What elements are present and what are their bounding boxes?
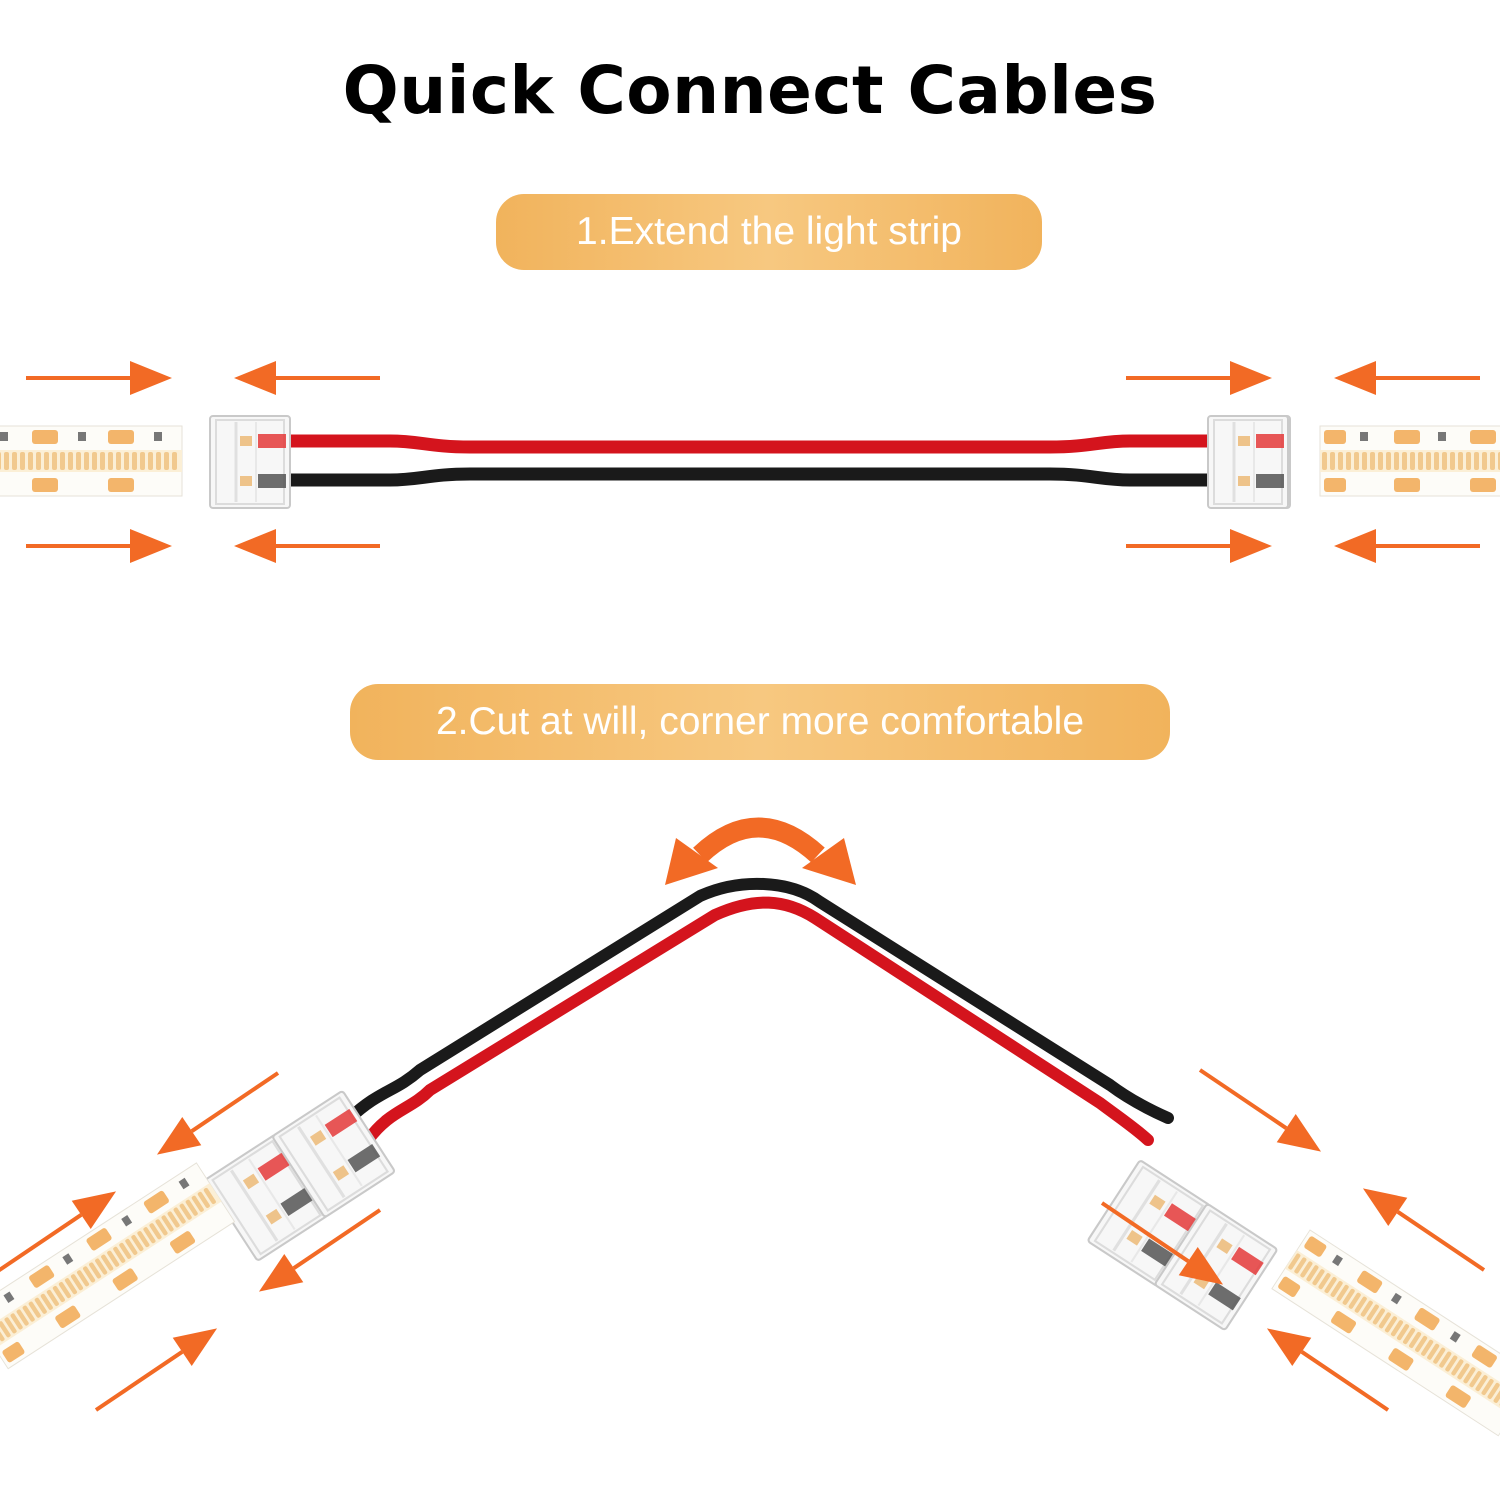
red-wire [283, 434, 1217, 454]
led-strip-right [1319, 425, 1500, 497]
curved-double-arrow-icon [665, 817, 856, 885]
arrow-left-icon [1332, 359, 1482, 397]
step-2-banner: 2.Cut at will, corner more comfortable [350, 684, 1170, 760]
arrow-left-icon [232, 527, 382, 565]
connector-right [1206, 414, 1290, 510]
arrow-left-icon [1351, 1172, 1496, 1287]
arrow-right-icon [24, 359, 174, 397]
arrow-right-icon [84, 1312, 229, 1427]
arrow-right-icon [1124, 527, 1274, 565]
straight-cable-diagram [0, 359, 1500, 565]
step-1-label: 1.Extend the light strip [576, 210, 962, 253]
led-strip-corner-right [1271, 1229, 1500, 1437]
connector-corner-left [203, 1089, 397, 1263]
red-wire [362, 896, 1154, 1146]
black-wire [283, 467, 1217, 487]
page-title: Quick Connect Cables [342, 52, 1158, 129]
arrow-left-icon [1332, 527, 1482, 565]
connector-corner-right [1085, 1158, 1280, 1332]
step-2-label: 2.Cut at will, corner more comfortable [435, 700, 1085, 743]
connector-left [208, 414, 292, 510]
corner-cable-diagram [0, 817, 1500, 1437]
arrow-right-icon [24, 527, 174, 565]
arrow-left-icon [232, 359, 382, 397]
arrow-right-icon [1124, 359, 1274, 397]
arrow-right-icon [1188, 1053, 1333, 1168]
black-wire [344, 877, 1174, 1124]
led-strip-left [0, 425, 183, 497]
step-1-banner: 1.Extend the light strip [496, 194, 1042, 270]
